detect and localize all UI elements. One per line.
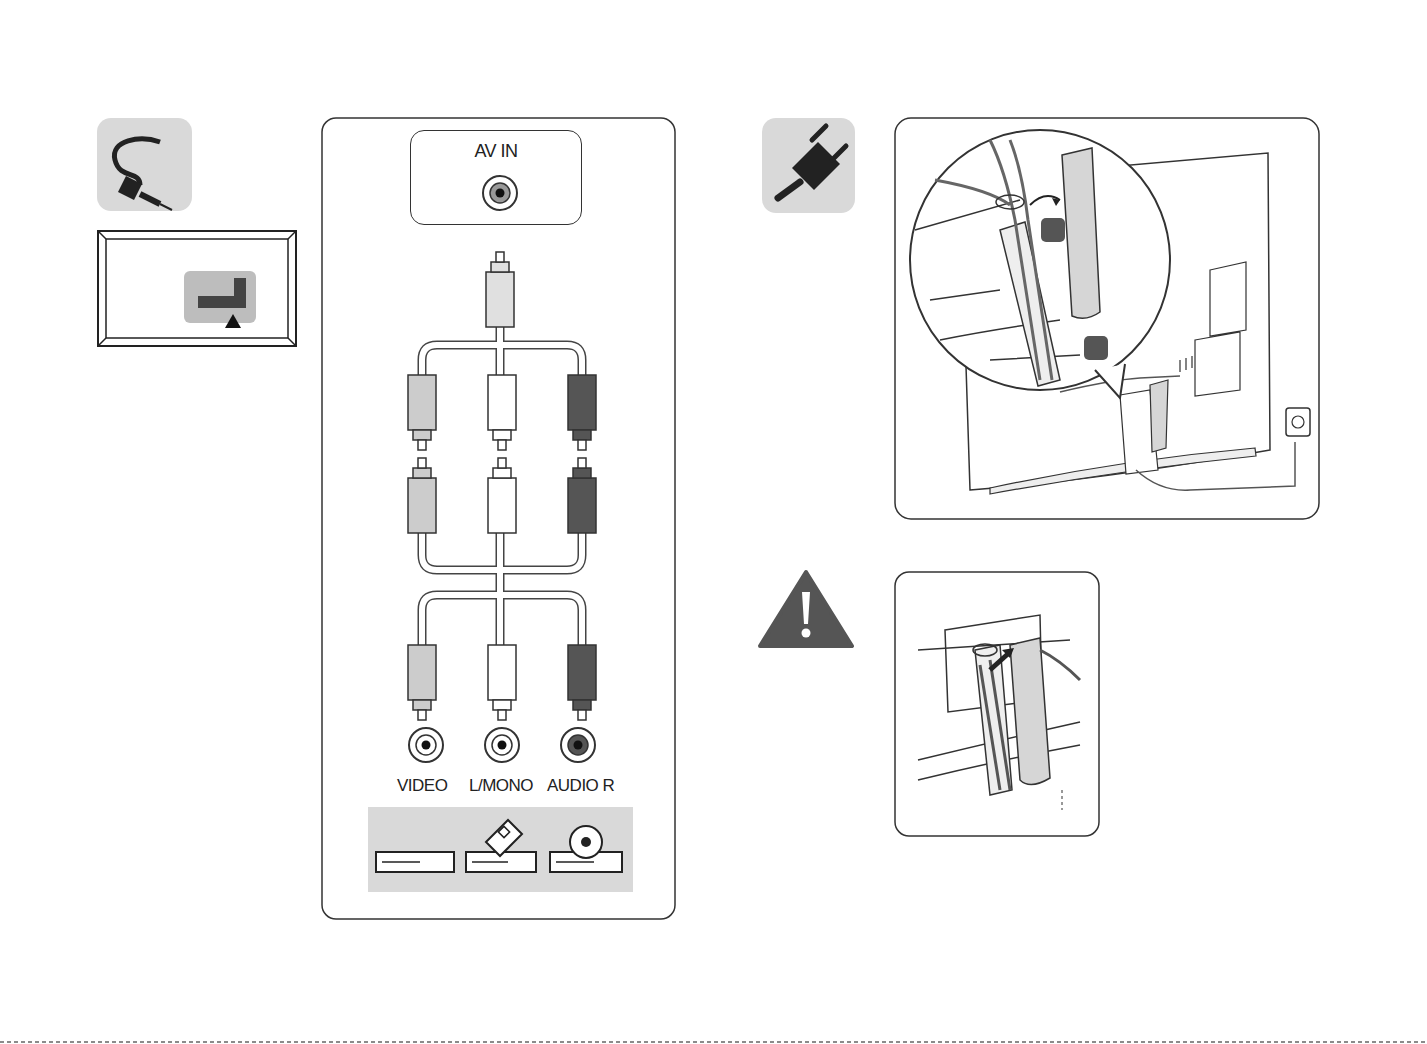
jack-label: VIDEO [397, 776, 447, 796]
port-box: AV IN [410, 130, 582, 225]
port-label: AV IN [411, 141, 581, 162]
jack-label: L/MONO [469, 776, 533, 796]
jack-label: AUDIO R [547, 776, 614, 796]
